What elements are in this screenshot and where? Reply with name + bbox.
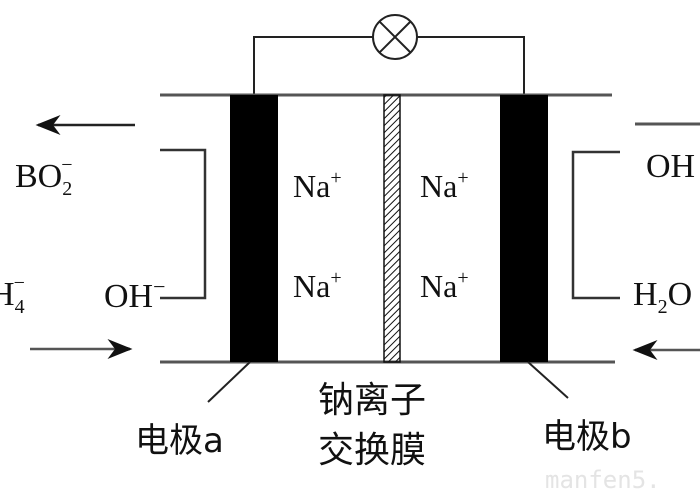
- left-bracket: [160, 148, 207, 300]
- membrane-label-line2: 交换膜: [318, 430, 426, 471]
- electrode-b-leader: [527, 361, 569, 399]
- label-oh-right: OH: [646, 148, 695, 185]
- label-na-plus: Na+: [420, 167, 469, 204]
- electrode-a: [230, 95, 278, 362]
- label-na-plus: Na+: [293, 167, 342, 204]
- label-h2o: H2O: [633, 276, 692, 318]
- sodium-ion-exchange-membrane: [383, 94, 401, 363]
- electrode-a-label: 电极a: [135, 421, 224, 461]
- label-oh-minus-left: OH−: [104, 274, 166, 315]
- membrane-label-line1: 钠离子: [318, 380, 426, 421]
- lamp-icon: [372, 14, 418, 60]
- label-na-plus: Na+: [420, 267, 469, 304]
- label-bh4-minus: H4−: [0, 272, 25, 318]
- electrode-b-label: 电极b: [542, 417, 632, 457]
- watermark: manfen5.: [545, 466, 661, 490]
- label-bo2-minus: BO2−: [15, 154, 73, 200]
- electrode-b: [500, 95, 548, 362]
- external-circuit-wire: [253, 36, 525, 95]
- right-bracket: [571, 150, 620, 300]
- label-na-plus: Na+: [293, 267, 342, 304]
- electrode-a-leader: [207, 361, 251, 403]
